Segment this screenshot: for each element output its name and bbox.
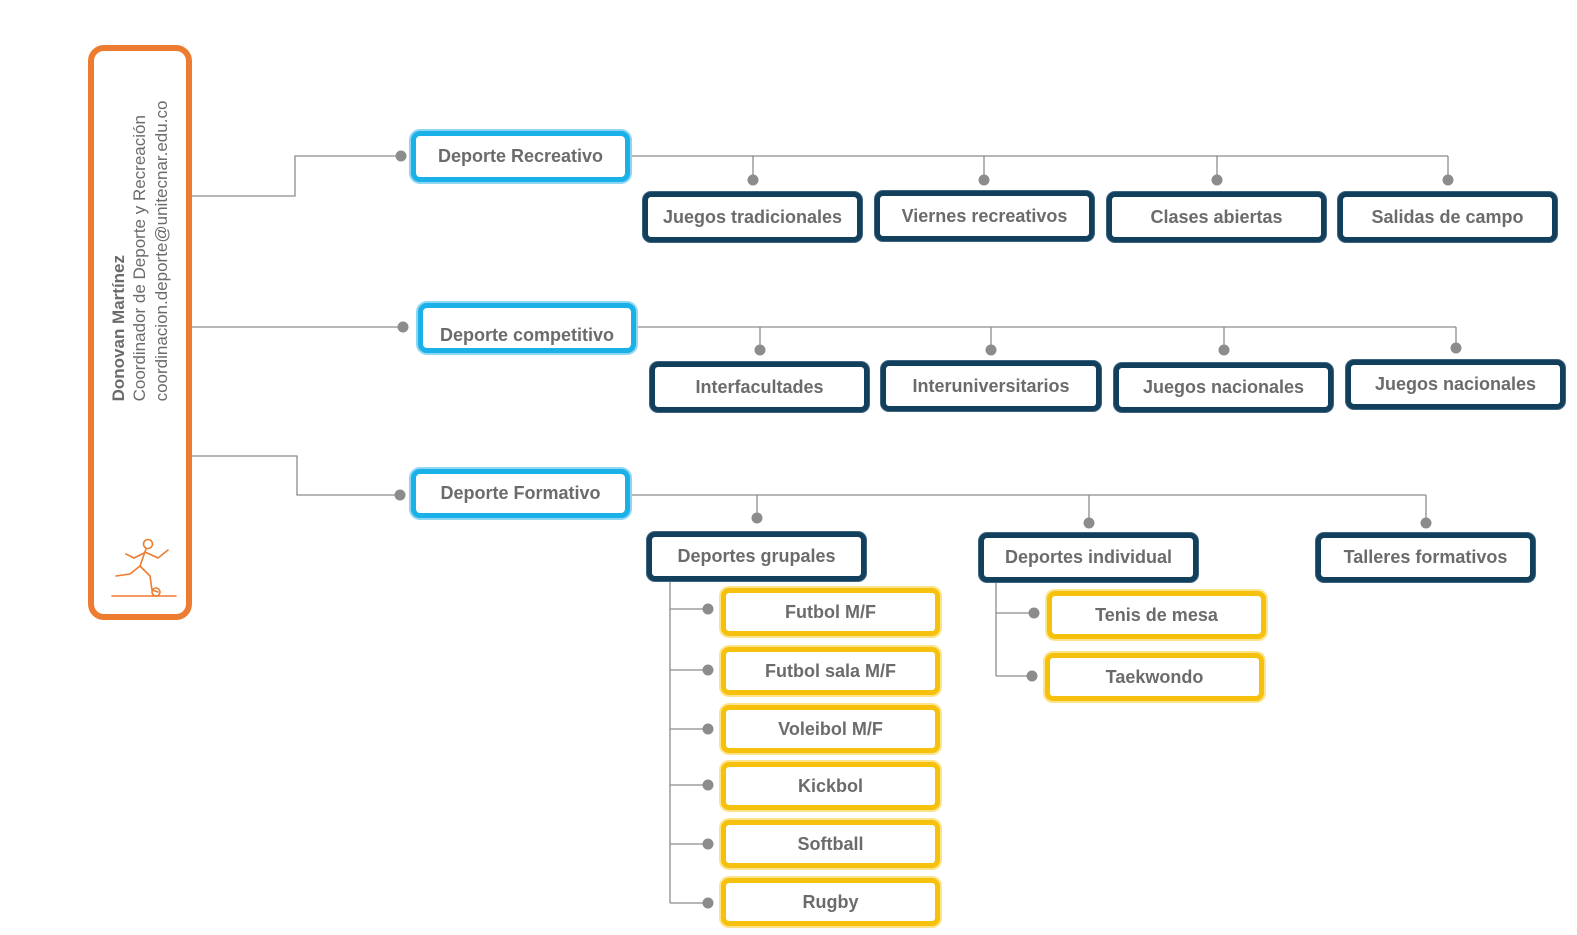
competitivo-item: Interuniversitarios <box>881 361 1101 411</box>
connector-recreativo-drops <box>752 156 1449 180</box>
connector-dots <box>394 150 1462 909</box>
connector-root-formativo <box>192 455 400 496</box>
competitivo-item: Juegos nacionales <box>1114 363 1333 412</box>
grupales-subitem: Kickbol <box>721 762 940 810</box>
connector-root-recreativo <box>192 155 401 197</box>
competitivo-item: Interfacultades <box>650 362 869 412</box>
connector-grupales-ticks <box>670 608 708 904</box>
formativo-item-grupales: Deportes grupales <box>647 532 866 581</box>
grupales-subitem: Futbol M/F <box>721 588 940 636</box>
root-name: Donovan Martínez <box>109 254 129 402</box>
category-recreativo: Deporte Recreativo <box>411 131 630 182</box>
category-competitivo: Deporte competitivo <box>418 303 636 353</box>
recreativo-item: Clases abiertas <box>1107 192 1326 242</box>
grupales-subitem: Futbol sala M/F <box>721 647 940 695</box>
individual-subitem: Taekwondo <box>1045 653 1264 701</box>
competitivo-item: Juegos nacionales <box>1346 360 1565 409</box>
connector-competitivo-drops <box>759 327 1457 350</box>
recreativo-item: Juegos tradicionales <box>643 192 862 242</box>
category-formativo: Deporte Formativo <box>411 469 630 518</box>
formativo-item-individual: Deportes individual <box>979 533 1198 582</box>
individual-subitem: Tenis de mesa <box>1047 591 1266 639</box>
root-role: Coordinador de Deporte y Recreación <box>130 115 150 402</box>
root-text: Donovan Martínez Coordinador de Deporte … <box>108 101 172 402</box>
recreativo-item: Viernes recreativos <box>875 191 1094 241</box>
formativo-item-talleres: Talleres formativos <box>1316 533 1535 582</box>
soccer-player-icon <box>111 538 177 597</box>
grupales-subitem: Rugby <box>721 878 940 926</box>
root-email: coordinacion.deporte@unitecnar.edu.co <box>151 100 171 402</box>
grupales-subitem: Softball <box>721 820 940 868</box>
recreativo-item: Salidas de campo <box>1338 192 1557 242</box>
root-node: Donovan Martínez Coordinador de Deporte … <box>88 45 192 620</box>
connector-individual-ticks <box>996 612 1034 677</box>
grupales-subitem: Voleibol M/F <box>721 705 940 753</box>
